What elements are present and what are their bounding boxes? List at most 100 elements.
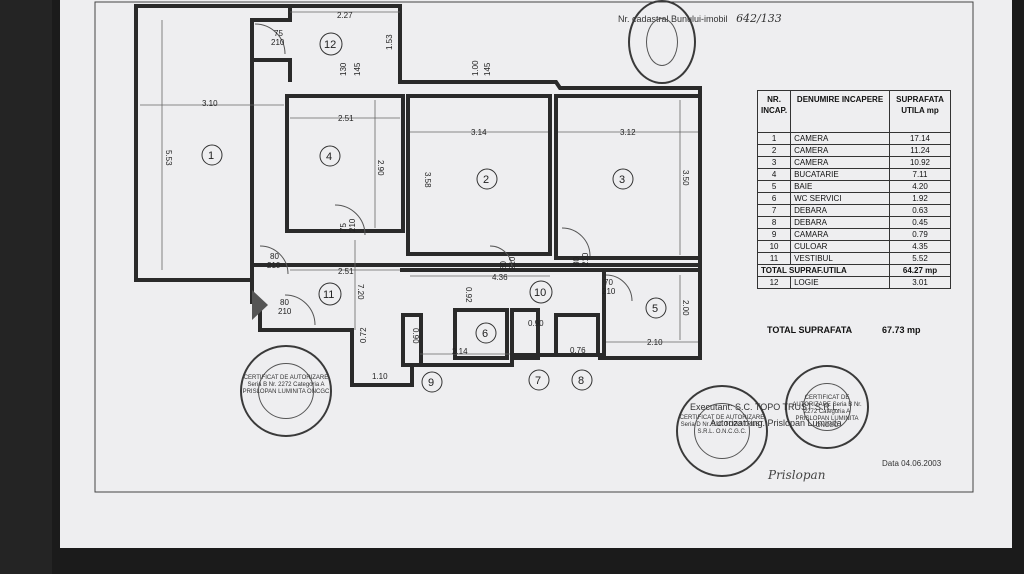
cadastral-value: 642/133 [736,12,782,25]
area-table: NR. INCAP. DENUMIRE INCAPERE SUPRAFATA U… [756,90,951,289]
door-text: 80 [572,257,581,266]
svg-text:8: 8 [578,375,584,387]
stamp-right-text: CERTIFICAT DE AUTORIZARE Seria B Nr. 227… [792,395,862,429]
stamp-mid: CERTIFICAT DE AUTORIZARE Seria D Nr. S.C… [676,385,768,477]
room-numbers: 1 2 3 4 5 6 7 8 9 10 11 12 [201,32,667,393]
svg-text:12: 12 [324,39,336,51]
dim-text: 3.12 [620,128,636,137]
cell-nr: 9 [756,228,792,241]
svg-text:4: 4 [326,151,332,163]
dim-text: 2.90 [376,160,385,176]
dim-text: 0.90 [411,328,420,344]
cell-nr: 8 [756,216,792,229]
stamp-right: CERTIFICAT DE AUTORIZARE Seria B Nr. 227… [785,365,869,449]
dim-text: 0.90 [528,319,544,328]
walls [134,4,702,387]
cell-name: WC SERVICI [790,192,890,205]
svg-text:2: 2 [483,174,489,186]
svg-text:6: 6 [482,328,488,340]
cell-area: 0.45 [889,216,951,229]
dim-text: 1.00 [471,60,480,76]
dim-text: 2.51 [338,267,354,276]
dim-text: 2.10 [647,338,663,347]
room-3-marker: 3 [612,168,634,190]
room-11-marker: 11 [318,282,342,306]
room-4-marker: 4 [319,145,341,167]
dim-text: 1.53 [385,34,394,50]
dim-text: 1.10 [372,372,388,381]
total-surface-value: 67.73 mp [882,325,921,335]
cell-nr: 2 [756,144,792,157]
dim-text: 3.10 [202,99,218,108]
cell-area: 11.24 [889,144,951,157]
dim-text: 3.58 [423,172,432,188]
dim-text: 0.72 [359,327,368,343]
dimension-lines [140,11,698,355]
cell-nr: 12 [756,276,792,289]
stamp-top [628,0,696,84]
door-text: 80 [280,298,289,307]
svg-text:7: 7 [535,375,541,387]
dim-text: 145 [353,62,362,76]
entrance-mark [252,290,268,320]
door-swings [254,23,633,326]
total-surface-label: TOTAL SUPRAFATA [767,325,853,335]
cell-name: CAMERA [790,156,890,169]
cell-name: VESTIBUL [790,252,890,265]
door-labels: 75 210 75 210 80 210 80 210 80 210 80 21… [267,29,616,316]
cell-area: 0.63 [889,204,951,217]
col-header-area: SUPRAFATA UTILA mp [889,90,951,133]
page-border [94,1,974,493]
total-util-value: 64.27 mp [889,264,951,277]
cell-nr: 11 [756,252,792,265]
door-text: 75 [339,223,348,232]
room-8-marker: 8 [571,369,593,391]
dim-text: 145 [483,62,492,76]
door-text: 210 [508,256,517,270]
cell-nr: 1 [756,132,792,145]
door-text: 210 [267,261,281,270]
door-text: 210 [602,287,616,296]
cell-name: BUCATARIE [790,168,890,181]
dim-text: 7.20 [356,284,365,300]
cell-area: 1.92 [889,192,951,205]
dim-text: 0.76 [570,346,586,355]
cell-name: CULOAR [790,240,890,253]
dim-text: 5.53 [164,150,173,166]
svg-text:10: 10 [534,287,546,299]
room-10-marker: 10 [529,280,553,304]
room-2-marker: 2 [476,168,498,190]
svg-text:9: 9 [428,377,434,389]
cell-nr: 7 [756,204,792,217]
cell-nr: 3 [756,156,792,169]
cell-name: DEBARA [790,204,890,217]
col-header-nr: NR. INCAP. [756,90,792,133]
dim-text: 2.00 [681,300,690,316]
col-header-name: DENUMIRE INCAPERE [790,90,890,133]
cell-name: CAMARA [790,228,890,241]
cell-name: BAIE [790,180,890,193]
total-util-label: TOTAL SUPRAF.UTILA [757,264,890,277]
svg-text:1: 1 [208,150,214,162]
dim-text: 2.27 [337,11,353,20]
door-text: 80 [499,261,508,270]
cell-nr: 5 [756,180,792,193]
room-5-marker: 5 [645,297,667,319]
cell-name: LOGIE [790,276,890,289]
dim-text: 130 [339,62,348,76]
cell-area: 4.20 [889,180,951,193]
executant-text: Executant: S.C. TOPO TRUST S.R.L. [690,402,840,412]
stamp-mid-text: CERTIFICAT DE AUTORIZARE Seria D Nr. S.C… [679,415,765,435]
dim-text: 2.14 [452,347,468,356]
cell-nr: 6 [756,192,792,205]
